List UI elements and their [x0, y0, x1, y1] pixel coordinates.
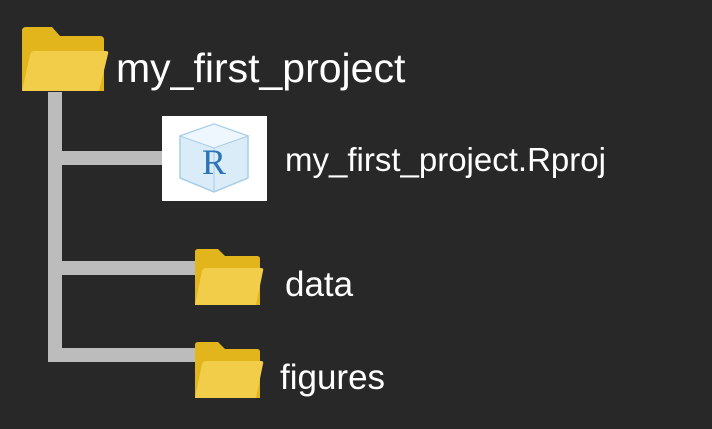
- rproj-icon-tile[interactable]: R: [162, 116, 267, 201]
- rproj-letter: R: [202, 142, 226, 182]
- folder-icon[interactable]: [193, 340, 265, 402]
- folder-icon[interactable]: [193, 247, 265, 309]
- data-folder-label[interactable]: data: [285, 265, 354, 304]
- rproj-file-label[interactable]: my_first_project.Rproj: [285, 141, 606, 178]
- figures-folder-label[interactable]: figures: [280, 358, 386, 397]
- rproj-cube-icon: R: [178, 123, 250, 193]
- folder-icon[interactable]: [20, 25, 110, 97]
- root-folder-label[interactable]: my_first_project: [116, 45, 406, 91]
